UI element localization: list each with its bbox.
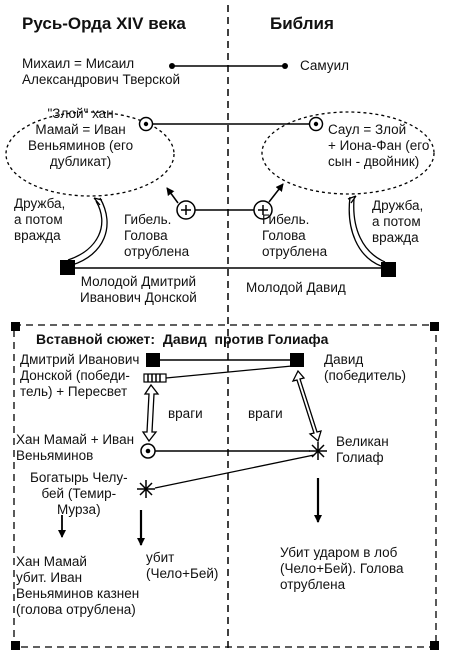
inset-frame <box>13 324 437 648</box>
samuel-dot <box>282 63 288 69</box>
enemies-right-label: враги <box>248 406 283 421</box>
inset-mamai-target-icon <box>140 443 156 459</box>
enemies-left-label: враги <box>168 406 203 421</box>
inset-mamai-label: Хан Мамай + Иван Веньяминов <box>16 432 135 463</box>
david-label: Молодой Давид <box>246 280 346 295</box>
plus-right-icon <box>253 200 273 220</box>
chelubey-label: Богатырь Челу- бей (Темир- Мурза) <box>30 470 128 517</box>
saul-label: Саул = Злой + Иона-Фан (его сын - двойни… <box>328 122 430 169</box>
corner-br <box>430 641 439 650</box>
header-left: Русь-Орда XIV века <box>22 14 186 33</box>
inset-dmitry-label: Дмитрий Иванович Донской (победи- тель) … <box>20 352 140 399</box>
mamai-ellipse <box>5 111 175 197</box>
mikhail-dot <box>169 63 175 69</box>
killed-label: убит (Чело+Бей) <box>146 550 219 581</box>
mamai-target-icon <box>138 116 154 132</box>
death-arrow-left <box>166 187 179 204</box>
mamai-killed-label: Хан Мамай убит. Иван Веньяминов казнен (… <box>16 554 140 617</box>
corner-bl <box>11 641 20 650</box>
dmitry-square <box>60 260 75 275</box>
goliath-label: Великан Голиаф <box>336 434 389 465</box>
double-arrow-right <box>347 195 386 267</box>
plus-left-icon <box>176 200 196 220</box>
corner-tr <box>430 322 439 331</box>
death-right-label: Гибель. Голова отрублена <box>262 212 328 259</box>
death-left-label: Гибель. Голова отрублена <box>124 212 190 259</box>
double-arrow-left <box>67 197 108 266</box>
samuel-label: Самуил <box>300 58 350 73</box>
chelubey-goliath-line <box>154 454 315 489</box>
inset-david-label: Давид (победитель) <box>324 352 407 383</box>
peresvet-david-line <box>165 365 293 379</box>
enemies-arrow-right <box>291 369 322 443</box>
header-right: Библия <box>270 14 334 33</box>
death-arrow-right <box>268 183 284 203</box>
mamai-label: "Злой" хан Мамай = Иван Веньяминов (его … <box>28 106 134 169</box>
chelubey-star-icon <box>137 480 155 498</box>
corner-tl <box>11 322 20 331</box>
dmitry-label: Молодой Дмитрий Иванович Донской <box>80 274 197 305</box>
goliath-killed-label: Убит ударом в лоб (Чело+Бей). Голова отр… <box>280 545 404 592</box>
friendship-right-label: Дружба, а потом вражда <box>372 198 424 245</box>
friendship-left-label: Дружба, а потом вражда <box>14 196 66 243</box>
peresvet-bar-icon <box>143 373 167 383</box>
saul-target-icon <box>308 116 324 132</box>
inset-david-square <box>290 353 304 367</box>
david-square <box>381 262 396 277</box>
enemies-arrow-left <box>141 383 160 443</box>
goliath-star-icon <box>309 442 327 460</box>
inset-dmitry-square <box>146 353 160 367</box>
saul-ellipse <box>261 111 435 195</box>
mikhail-label: Михаил = Мисаил Александрович Тверской <box>22 56 181 87</box>
inset-title: Вставной сюжет: Давид против Голиафа <box>36 331 329 347</box>
